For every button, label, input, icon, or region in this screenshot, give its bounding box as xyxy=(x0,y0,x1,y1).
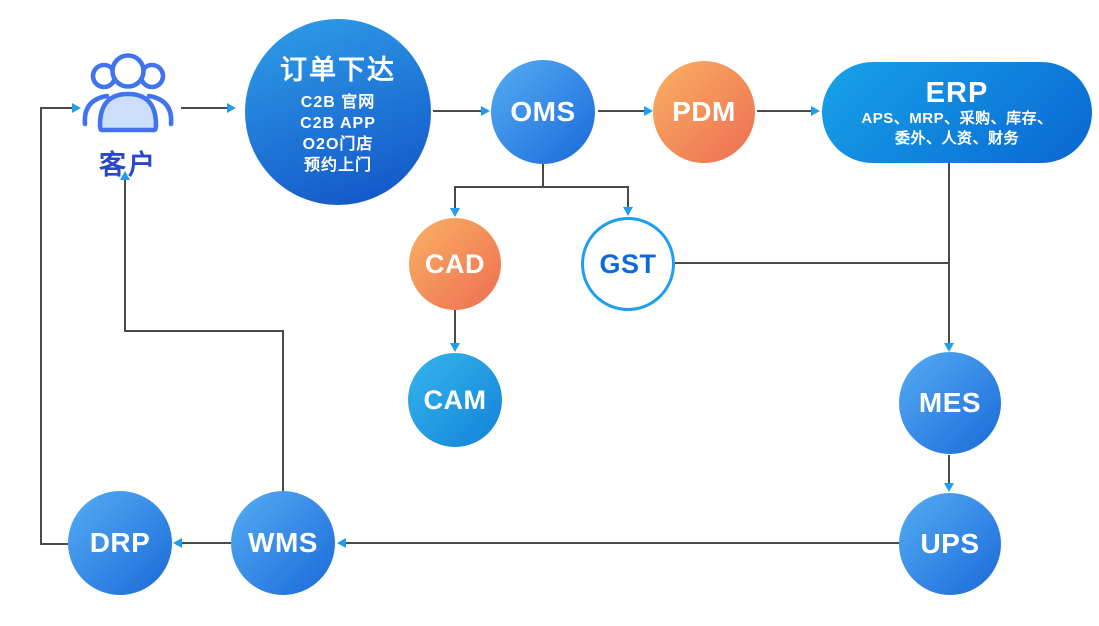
arrowhead-into-customer-bottom xyxy=(120,171,130,180)
wms-label: WMS xyxy=(248,527,318,558)
node-order: 订单下达 C2B 官网 C2B APP O2O门店 预约上门 xyxy=(245,19,431,205)
arrowhead-into-pdm xyxy=(644,106,653,116)
erp-detail-line2: 委外、人资、财务 xyxy=(894,129,1019,147)
connector-order-to-oms xyxy=(433,110,481,112)
order-channel: C2B APP xyxy=(300,115,376,132)
connector-cad-to-cam xyxy=(454,310,456,343)
node-cam: CAM xyxy=(408,353,502,447)
customer-node: 客户 xyxy=(77,50,179,182)
node-drp: DRP xyxy=(68,491,172,595)
connector-wms-to-customer-horizontal xyxy=(124,330,284,332)
order-channel: C2B 官网 xyxy=(300,94,376,111)
customer-group-icon xyxy=(77,53,179,140)
node-oms: OMS xyxy=(491,60,595,164)
order-channel: O2O门店 xyxy=(302,136,374,153)
node-mes: MES xyxy=(899,352,1001,454)
arrowhead-into-oms xyxy=(481,106,490,116)
connector-split-to-cad xyxy=(454,186,456,208)
node-wms: WMS xyxy=(231,491,335,595)
connector-oms-to-pdm xyxy=(598,110,644,112)
connector-gst-to-junction xyxy=(675,262,949,264)
cad-label: CAD xyxy=(425,248,485,279)
node-pdm: PDM xyxy=(653,61,755,163)
gst-label: GST xyxy=(599,248,657,279)
mes-label: MES xyxy=(918,387,982,418)
node-erp: ERP APS、MRP、采购、库存、 委外、人资、财务 xyxy=(822,62,1092,163)
connector-mes-to-ups xyxy=(948,455,950,483)
arrowhead-into-ups xyxy=(944,483,954,492)
node-gst: GST xyxy=(581,217,675,311)
customer-label: 客户 xyxy=(99,150,157,180)
arrowhead-into-customer-left xyxy=(72,103,81,113)
erp-detail-line1: APS、MRP、采购、库存、 xyxy=(861,109,1053,127)
pdm-label: PDM xyxy=(672,96,736,127)
order-title: 订单下达 xyxy=(280,55,396,85)
node-cad: CAD xyxy=(409,218,501,310)
connector-drp-to-customer-vertical xyxy=(40,107,42,544)
arrowhead-into-drp xyxy=(173,538,182,548)
connector-wms-up xyxy=(282,331,284,491)
arrowhead-into-cad xyxy=(450,208,460,217)
connector-pdm-to-erp xyxy=(757,110,811,112)
connector-ups-to-wms xyxy=(346,542,899,544)
arrowhead-into-gst xyxy=(623,207,633,216)
arrowhead-into-erp xyxy=(811,106,820,116)
connector-erp-to-mes xyxy=(948,163,950,343)
connector-drp-to-customer-bottom xyxy=(40,543,68,545)
order-channel: 预约上门 xyxy=(303,157,372,174)
node-ups: UPS xyxy=(899,493,1001,595)
connector-wms-to-customer-vertical xyxy=(124,180,126,331)
connector-oms-down xyxy=(542,164,544,188)
connector-drp-to-customer-top xyxy=(40,107,72,109)
arrowhead-into-cam xyxy=(450,343,460,352)
drp-label: DRP xyxy=(89,527,151,558)
arrowhead-into-order xyxy=(227,103,236,113)
erp-title: ERP xyxy=(925,76,989,109)
arrowhead-into-mes xyxy=(944,343,954,352)
cam-label: CAM xyxy=(423,384,487,415)
connector-customer-to-order xyxy=(181,107,227,109)
oms-label: OMS xyxy=(510,96,576,127)
connector-oms-split-horizontal xyxy=(454,186,629,188)
connector-wms-to-drp xyxy=(182,542,231,544)
arrowhead-into-wms xyxy=(337,538,346,548)
connector-split-to-gst xyxy=(627,186,629,207)
ups-label: UPS xyxy=(920,528,980,559)
